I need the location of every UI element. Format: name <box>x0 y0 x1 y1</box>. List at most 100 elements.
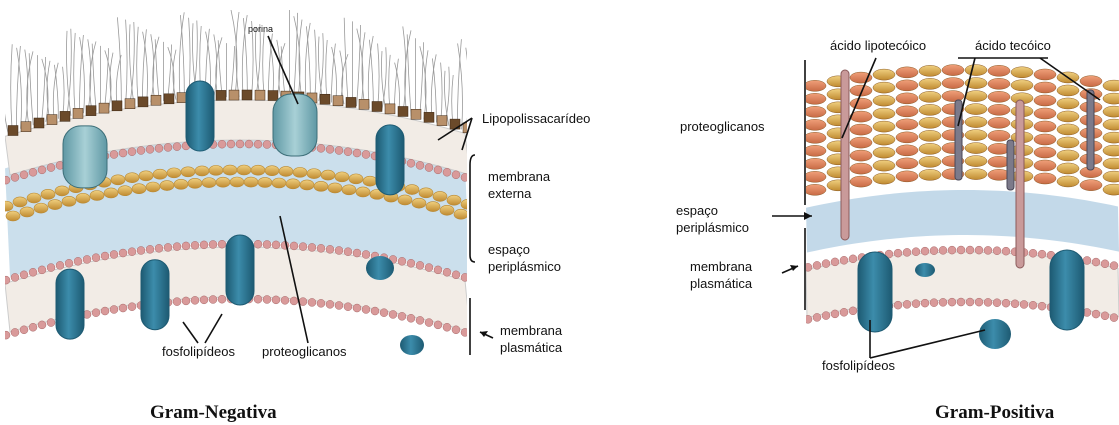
lps-unit <box>21 122 31 132</box>
phospholipid-head <box>281 296 289 304</box>
membrane-protein <box>141 260 169 330</box>
phospholipid-head <box>119 149 127 157</box>
phospholipid-head <box>921 299 929 307</box>
peptidoglycan-unit <box>132 184 146 194</box>
lps-unit <box>229 90 239 100</box>
phospholipid-head <box>1101 260 1109 268</box>
peptidoglycan-unit <box>1103 132 1119 143</box>
lps-unit <box>99 103 109 113</box>
peptidoglycan-unit <box>48 200 62 210</box>
peptidoglycan-unit <box>258 177 272 187</box>
phospholipid-head <box>903 300 911 308</box>
peptidoglycan-unit <box>896 93 918 104</box>
peptidoglycan-unit <box>419 188 433 198</box>
lps-unit <box>112 101 122 111</box>
peptidoglycan-unit <box>850 163 872 174</box>
phospholipid-head <box>1110 262 1118 270</box>
phospholipid-head <box>344 303 352 311</box>
peptidoglycan-unit <box>1103 119 1119 130</box>
phospholipid-head <box>362 150 370 158</box>
peptidoglycan-unit <box>265 166 279 176</box>
peptidoglycan-unit <box>1103 184 1119 195</box>
lps-strand <box>4 83 9 133</box>
peptidoglycan-unit <box>1034 134 1056 145</box>
peptidoglycan-unit <box>454 209 468 219</box>
lps-strand <box>369 40 373 109</box>
lps-strand <box>466 48 469 131</box>
lps-strand <box>137 27 139 104</box>
phospholipid-head <box>425 319 433 327</box>
lps-unit <box>398 106 408 116</box>
peptidoglycan-unit <box>41 189 55 199</box>
peptidoglycan-unit <box>1034 82 1056 93</box>
label-acido-lipotecoico: ácido lipotecóico <box>830 38 926 53</box>
peptidoglycan-unit <box>335 172 349 182</box>
phospholipid-head <box>317 244 325 252</box>
phospholipid-head <box>939 298 947 306</box>
phospholipid-head <box>110 305 118 313</box>
phospholipid-head <box>957 298 965 306</box>
lps-unit <box>424 112 434 122</box>
lps-unit <box>47 115 57 125</box>
phospholipid-head <box>146 145 154 153</box>
phospholipid-head <box>11 273 19 281</box>
phospholipid-head <box>461 173 469 181</box>
peptidoglycan-unit <box>804 158 826 169</box>
peptidoglycan-unit <box>873 82 895 93</box>
label-porina: porina <box>248 24 273 34</box>
peptidoglycan-unit <box>216 177 230 187</box>
phospholipid-head <box>380 309 388 317</box>
peptidoglycan-unit <box>919 91 941 102</box>
lps-strand <box>457 39 461 128</box>
peptidoglycan-unit <box>174 179 188 189</box>
peptidoglycan-unit <box>118 186 132 196</box>
phospholipid-head <box>245 140 253 148</box>
phospholipid-head <box>47 164 55 172</box>
phospholipid-head <box>38 266 46 274</box>
peptidoglycan-unit <box>111 175 125 185</box>
peptidoglycan-unit <box>27 193 41 203</box>
lps-strand <box>389 55 391 112</box>
phospholipid-head <box>92 309 100 317</box>
peripheral-protein <box>400 335 424 355</box>
lps-unit <box>60 111 70 121</box>
lps-unit <box>242 90 252 100</box>
phospholipid-head <box>128 248 136 256</box>
peptidoglycan-unit <box>272 178 286 188</box>
peptidoglycan-unit <box>461 199 475 209</box>
peptidoglycan-unit <box>6 211 20 221</box>
phospholipid-head <box>47 264 55 272</box>
peptidoglycan-unit <box>896 67 918 78</box>
peptidoglycan-unit <box>873 134 895 145</box>
peptidoglycan-unit <box>1103 145 1119 156</box>
phospholipid-head <box>398 257 406 265</box>
phospholipid-head <box>1092 310 1100 318</box>
lps-strand <box>218 40 222 97</box>
lps-unit <box>151 95 161 105</box>
phospholipid-head <box>2 276 10 284</box>
peptidoglycan-unit <box>90 190 104 200</box>
phospholipid-head <box>101 252 109 260</box>
lps-strand <box>306 26 310 100</box>
lps-unit <box>34 118 44 128</box>
phospholipid-head <box>1002 299 1010 307</box>
phospholipid-head <box>804 315 812 323</box>
phospholipid-head <box>2 331 10 339</box>
phospholipid-head <box>993 299 1001 307</box>
phospholipid-head <box>1038 250 1046 258</box>
phospholipid-head <box>957 246 965 254</box>
gram-negative-diagram <box>0 9 482 355</box>
lps-unit <box>8 126 18 136</box>
fosfolipideos-leader-2 <box>205 314 222 343</box>
lps-unit <box>86 106 96 116</box>
peptidoglycan-unit <box>181 167 195 177</box>
peptidoglycan-unit <box>919 143 941 154</box>
peptidoglycan-unit <box>342 185 356 195</box>
peptidoglycan-unit <box>1034 160 1056 171</box>
label-membrana-plasmatica-2: plasmática <box>500 340 563 355</box>
label-membrana-positiva-2: plasmática <box>690 276 753 291</box>
phospholipid-head <box>948 246 956 254</box>
phospholipid-head <box>65 259 73 267</box>
peptidoglycan-unit <box>850 98 872 109</box>
phospholipid-head <box>344 148 352 156</box>
